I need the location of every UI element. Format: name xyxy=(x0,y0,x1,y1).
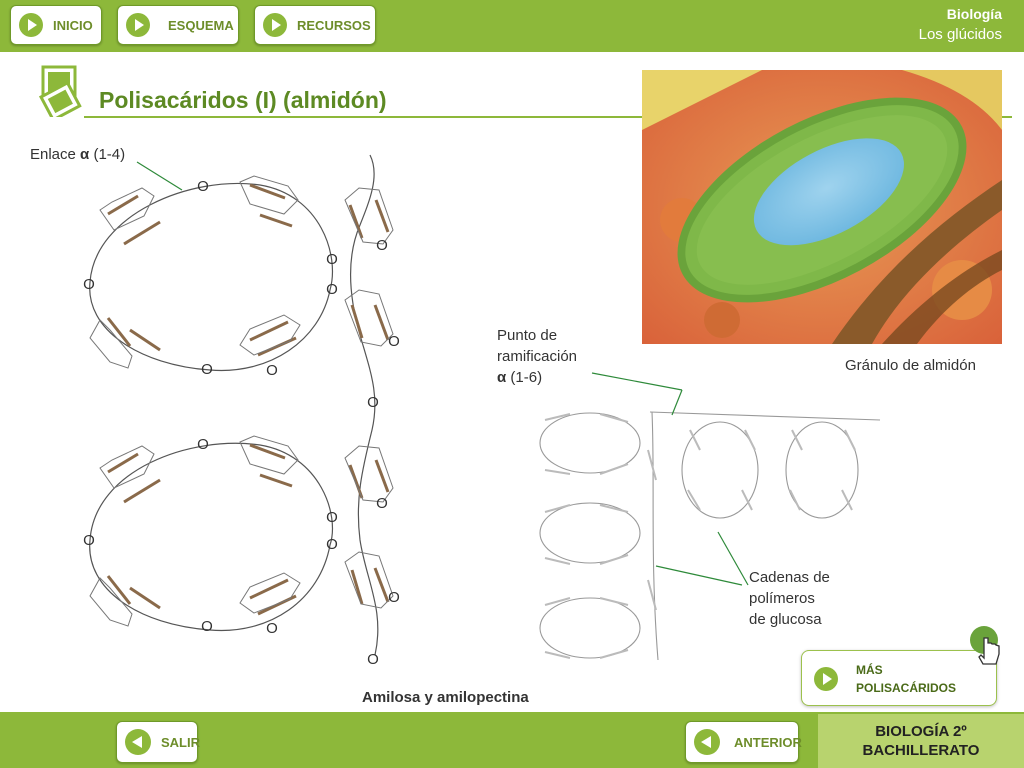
oxygen-label: O xyxy=(326,509,338,526)
amylopectin-branches xyxy=(539,411,881,661)
previous-button[interactable]: ANTERIOR xyxy=(685,721,802,763)
oxygen-label: O xyxy=(326,251,338,268)
diagram-caption: Amilosa y amilopectina xyxy=(362,689,529,706)
nav-recursos-label: RECURSOS xyxy=(297,17,371,33)
glucose-units xyxy=(106,183,390,616)
glucose-ring-outlines xyxy=(89,175,394,627)
play-icon xyxy=(19,13,43,37)
stacked-squares-icon xyxy=(38,65,82,117)
hand-pointer-icon xyxy=(970,626,1000,665)
play-icon xyxy=(263,13,287,37)
back-icon xyxy=(694,729,720,755)
oxygen-label: O xyxy=(367,651,379,668)
play-icon xyxy=(126,13,150,37)
nav-esquema-label: ESQUEMA xyxy=(168,17,234,33)
title-divider xyxy=(84,116,1012,118)
punto-label-line1: Punto de xyxy=(497,327,557,344)
cadenas-label-line2: polímeros xyxy=(749,590,815,607)
back-icon xyxy=(125,729,151,755)
nav-recursos-button[interactable]: RECURSOS xyxy=(254,5,376,45)
oxygen-label: O xyxy=(376,237,388,254)
nav-esquema-button[interactable]: ESQUEMA xyxy=(117,5,239,45)
exit-label: SALIR xyxy=(161,734,200,750)
oxygen-label: O xyxy=(266,362,278,379)
oxygen-label: O xyxy=(326,536,338,553)
granulo-caption: Gránulo de almidón xyxy=(845,357,976,374)
oxygen-label: O xyxy=(197,178,209,195)
cadenas-label-line3: de glucosa xyxy=(749,611,822,628)
oxygen-label: O xyxy=(326,281,338,298)
subject-name: Biología xyxy=(946,6,1002,22)
punto-label-line2: ramificación xyxy=(497,348,577,365)
course-line2: BACHILLERATO xyxy=(862,742,980,759)
course-line1: BIOLOGÍA 2º xyxy=(875,723,967,740)
oxygen-label: O xyxy=(83,532,95,549)
more-button-line2: POLISACÁRIDOS xyxy=(856,681,957,695)
exit-button[interactable]: SALIR xyxy=(116,721,200,763)
subject-block: Biología Los glúcidos xyxy=(919,6,1002,43)
more-button-line1: MÁS xyxy=(856,663,883,677)
oxygen-label: O xyxy=(376,495,388,512)
more-polysaccharides-button[interactable]: MÁS POLISACÁRIDOS xyxy=(801,650,997,706)
nav-inicio-button[interactable]: INICIO xyxy=(10,5,102,45)
amylopectin-units xyxy=(544,413,856,659)
cadenas-label-line1: Cadenas de xyxy=(749,569,830,586)
oxygen-label: O xyxy=(201,361,213,378)
nav-inicio-label: INICIO xyxy=(53,17,93,33)
amylose-chains xyxy=(89,154,379,656)
oxygen-label: O xyxy=(201,618,213,635)
page-title: Polisacáridos (I) (almidón) xyxy=(99,87,387,113)
oxygen-labels: O O O O O O O O O O O O O O O O O O xyxy=(83,178,400,668)
oxygen-label: O xyxy=(83,276,95,293)
previous-label: ANTERIOR xyxy=(734,734,802,750)
course-badge: BIOLOGÍA 2º BACHILLERATO xyxy=(818,714,1024,768)
oxygen-label: O xyxy=(367,394,379,411)
oxygen-label: O xyxy=(197,436,209,453)
oxygen-label: O xyxy=(266,620,278,637)
oxygen-label: O xyxy=(388,333,400,350)
play-icon xyxy=(814,667,838,691)
punto-label-line3: α (1-6) xyxy=(497,369,542,386)
oxygen-label: O xyxy=(388,589,400,606)
topic-name: Los glúcidos xyxy=(918,26,1002,43)
starch-granule-micrograph xyxy=(642,70,1002,344)
enlace-label: Enlace α (1-4) xyxy=(30,146,125,163)
